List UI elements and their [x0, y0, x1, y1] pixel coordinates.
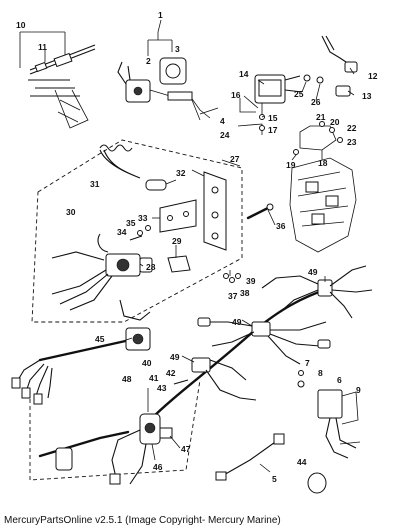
- spark-plug-lead-group: [19, 31, 96, 129]
- callout-4: 4: [220, 116, 225, 126]
- callout-3: 3: [175, 44, 180, 54]
- callout-21: 21: [316, 112, 326, 122]
- callout-6: 6: [337, 375, 342, 385]
- callout-31: 31: [90, 179, 100, 189]
- callout-44: 44: [297, 457, 307, 467]
- callout-14: 14: [239, 69, 249, 79]
- callout-35: 35: [126, 218, 136, 228]
- callout-27: 27: [230, 154, 240, 164]
- callout-49-middle: 49: [232, 317, 242, 327]
- callout-20: 20: [330, 117, 340, 127]
- hardware-37-39-group: [223, 273, 241, 283]
- callout-39: 39: [246, 276, 256, 286]
- disc-44-group: [307, 472, 327, 494]
- callout-33: 33: [138, 213, 148, 223]
- callout-45: 45: [95, 334, 105, 344]
- callout-47: 47: [181, 444, 191, 454]
- leader-lines: [125, 19, 355, 473]
- callout-24: 24: [220, 130, 230, 140]
- callout-25: 25: [294, 89, 304, 99]
- callout-2: 2: [146, 56, 151, 66]
- callout-19: 19: [286, 160, 296, 170]
- callout-49-top: 49: [308, 267, 318, 277]
- callout-12: 12: [368, 71, 378, 81]
- callout-9: 9: [356, 385, 361, 395]
- callout-5: 5: [272, 474, 277, 484]
- callout-8: 8: [318, 368, 323, 378]
- callout-16: 16: [231, 90, 241, 100]
- callout-29: 29: [172, 236, 182, 246]
- callout-32: 32: [176, 168, 186, 178]
- callout-38: 38: [240, 288, 250, 298]
- switch-assembly-group: [117, 32, 211, 121]
- lead-5-group: [215, 433, 285, 481]
- callout-48: 48: [122, 374, 132, 384]
- callout-41: 41: [149, 373, 159, 383]
- callout-17: 17: [268, 125, 278, 135]
- callout-37: 37: [228, 291, 238, 301]
- cable-45-group: [11, 327, 151, 405]
- callout-labels: 1 2 3 4 5 6 7 8 9 10 11 12 13 14 15 16 1…: [16, 10, 378, 484]
- callout-36: 36: [276, 221, 286, 231]
- solenoid-cluster-group: [237, 35, 358, 253]
- callout-11: 11: [38, 42, 47, 52]
- callout-18: 18: [318, 158, 328, 168]
- callout-28: 28: [146, 262, 156, 272]
- callout-34: 34: [117, 227, 127, 237]
- callout-46: 46: [153, 462, 163, 472]
- callout-26: 26: [311, 97, 321, 107]
- callout-15: 15: [268, 113, 278, 123]
- callout-7: 7: [305, 358, 310, 368]
- callout-40: 40: [142, 358, 152, 368]
- callout-49-lower: 49: [170, 352, 180, 362]
- kit-outline-group: [31, 139, 243, 323]
- image-copyright-footer: MercuryPartsOnline v2.5.1 (Image Copyrig…: [4, 515, 281, 526]
- main-harness-group: [119, 265, 373, 422]
- callout-43: 43: [157, 383, 167, 393]
- callout-23: 23: [347, 137, 357, 147]
- callout-42: 42: [166, 368, 176, 378]
- callout-10: 10: [16, 20, 26, 30]
- relay-group: [297, 370, 361, 459]
- callout-22: 22: [347, 123, 357, 133]
- bolt-36-group: [246, 203, 274, 220]
- callout-30: 30: [66, 207, 76, 217]
- callout-1: 1: [158, 10, 163, 20]
- lower-kit-outline-group: [29, 379, 201, 485]
- callout-13: 13: [362, 91, 372, 101]
